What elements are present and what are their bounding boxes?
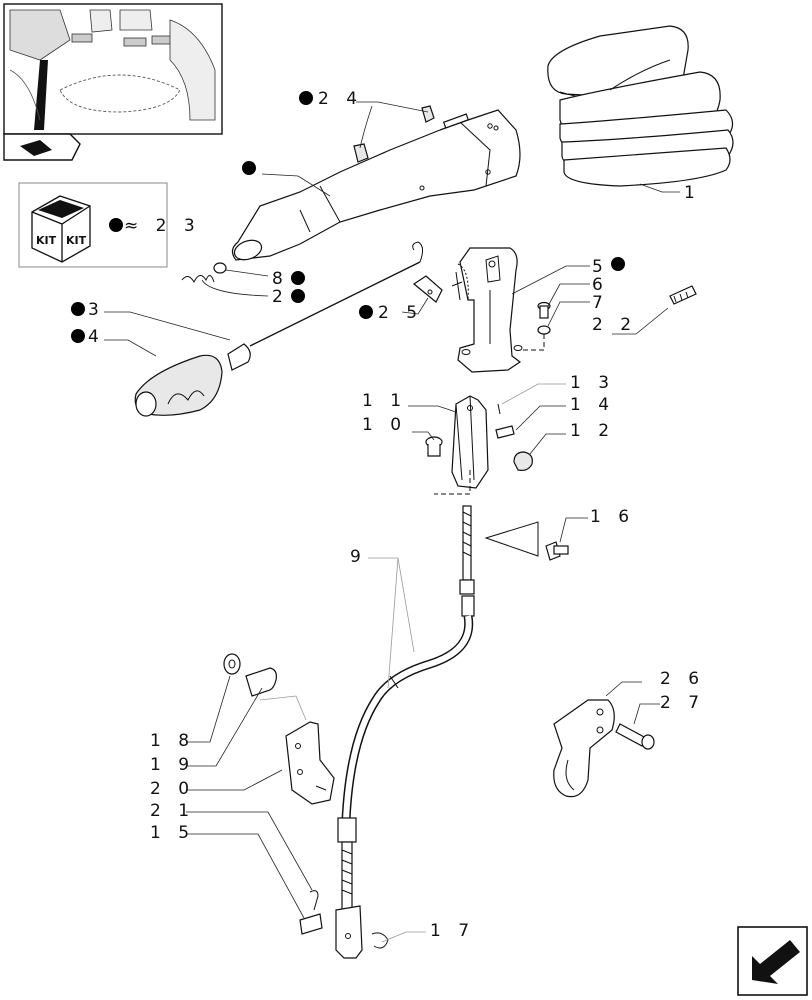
callout-22-text: 2 2 <box>592 315 637 335</box>
callout-14-text: 1 4 <box>570 395 615 415</box>
callout-5[interactable]: 5 <box>592 257 625 277</box>
callout-16[interactable]: 1 6 <box>590 507 635 527</box>
callout-23[interactable]: ≈ 2 3 <box>109 216 201 236</box>
callout-25[interactable]: 2 5 <box>359 303 423 323</box>
callout-17-text: 1 7 <box>430 921 475 941</box>
callout-26-text: 2 6 <box>660 669 705 689</box>
callout-2-text: 2 <box>272 287 289 307</box>
callout-5-text: 5 <box>592 257 609 277</box>
part-24-plugs <box>353 105 435 163</box>
next-page-arrow-icon[interactable] <box>737 926 808 996</box>
part-16-bolt <box>484 521 569 561</box>
callout-22[interactable]: 2 2 <box>592 315 637 335</box>
part-knob <box>134 343 251 417</box>
callout-24-text: 2 4 <box>318 89 363 109</box>
callout-9-text: 9 <box>350 547 367 567</box>
callout-23-text: ≈ 2 3 <box>124 216 201 236</box>
callout-6-text: 6 <box>592 275 609 295</box>
callout-21-text: 2 1 <box>150 801 195 821</box>
part-6-pin <box>522 301 551 351</box>
callout-26[interactable]: 2 6 <box>660 669 705 689</box>
part-22-screw <box>669 285 697 305</box>
callout-4[interactable]: 4 <box>71 327 105 347</box>
callout-16-text: 1 6 <box>590 507 635 527</box>
callout-1-text: 1 <box>684 183 701 203</box>
part-26-bracket <box>553 699 615 798</box>
kit-label-left: KIT <box>36 234 57 247</box>
callout-13-text: 1 3 <box>570 373 615 393</box>
leader-lines <box>104 101 680 943</box>
part-13-14-12 <box>495 403 533 471</box>
callout-11-text: 1 1 <box>362 391 407 411</box>
callout-11[interactable]: 1 1 <box>362 391 407 411</box>
part-clevis <box>434 395 489 495</box>
callout-2[interactable]: 2 <box>272 287 305 307</box>
callout-10-text: 1 0 <box>362 415 407 435</box>
part-bottom-clevis <box>299 890 389 959</box>
callout-9[interactable]: 9 <box>350 547 367 567</box>
callout-25-text: 2 5 <box>378 303 423 323</box>
locator-inset <box>3 3 223 161</box>
callout-8-text: 8 <box>272 269 289 289</box>
part-27-bolt <box>615 723 655 750</box>
callout-12[interactable]: 1 2 <box>570 421 615 441</box>
callout-7[interactable]: 7 <box>592 293 609 313</box>
callout-8[interactable]: 8 <box>272 269 305 289</box>
callout-27[interactable]: 2 7 <box>660 693 705 713</box>
callout-27-text: 2 7 <box>660 693 705 713</box>
callout-19-text: 1 9 <box>150 755 195 775</box>
part-20-bracket <box>285 721 335 805</box>
callout-14[interactable]: 1 4 <box>570 395 615 415</box>
kit-label-right: KIT <box>66 234 87 247</box>
callout-3[interactable]: 3 <box>71 300 105 320</box>
kit-box: KIT KIT <box>18 182 168 268</box>
part-rod <box>249 241 424 347</box>
callout-18-text: 1 8 <box>150 731 195 751</box>
callout-15-text: 1 5 <box>150 823 195 843</box>
part-10-fitting <box>425 436 443 457</box>
callout-10[interactable]: 1 0 <box>362 415 407 435</box>
callout-18[interactable]: 1 8 <box>150 731 195 751</box>
callout-12-text: 1 2 <box>570 421 615 441</box>
callout-13[interactable]: 1 3 <box>570 373 615 393</box>
callout-20-text: 2 0 <box>150 779 195 799</box>
callout-6[interactable]: 6 <box>592 275 609 295</box>
callout-19[interactable]: 1 9 <box>150 755 195 775</box>
callout-4-text: 4 <box>88 327 105 347</box>
callout-24[interactable]: 2 4 <box>299 89 363 109</box>
callout-7-text: 7 <box>592 293 609 313</box>
part-lever <box>231 109 521 261</box>
part-ratchet-bracket <box>451 247 523 373</box>
part-spring <box>181 262 227 284</box>
callout-1[interactable]: 1 <box>684 183 701 203</box>
part-clip <box>412 275 443 303</box>
callout-3-text: 3 <box>88 300 105 320</box>
callout-lever[interactable] <box>242 161 256 175</box>
callout-21[interactable]: 2 1 <box>150 801 195 821</box>
callout-20[interactable]: 2 0 <box>150 779 195 799</box>
part-18-19 <box>223 653 277 697</box>
callout-17[interactable]: 1 7 <box>430 921 475 941</box>
callout-15[interactable]: 1 5 <box>150 823 195 843</box>
part-boot <box>547 25 734 187</box>
